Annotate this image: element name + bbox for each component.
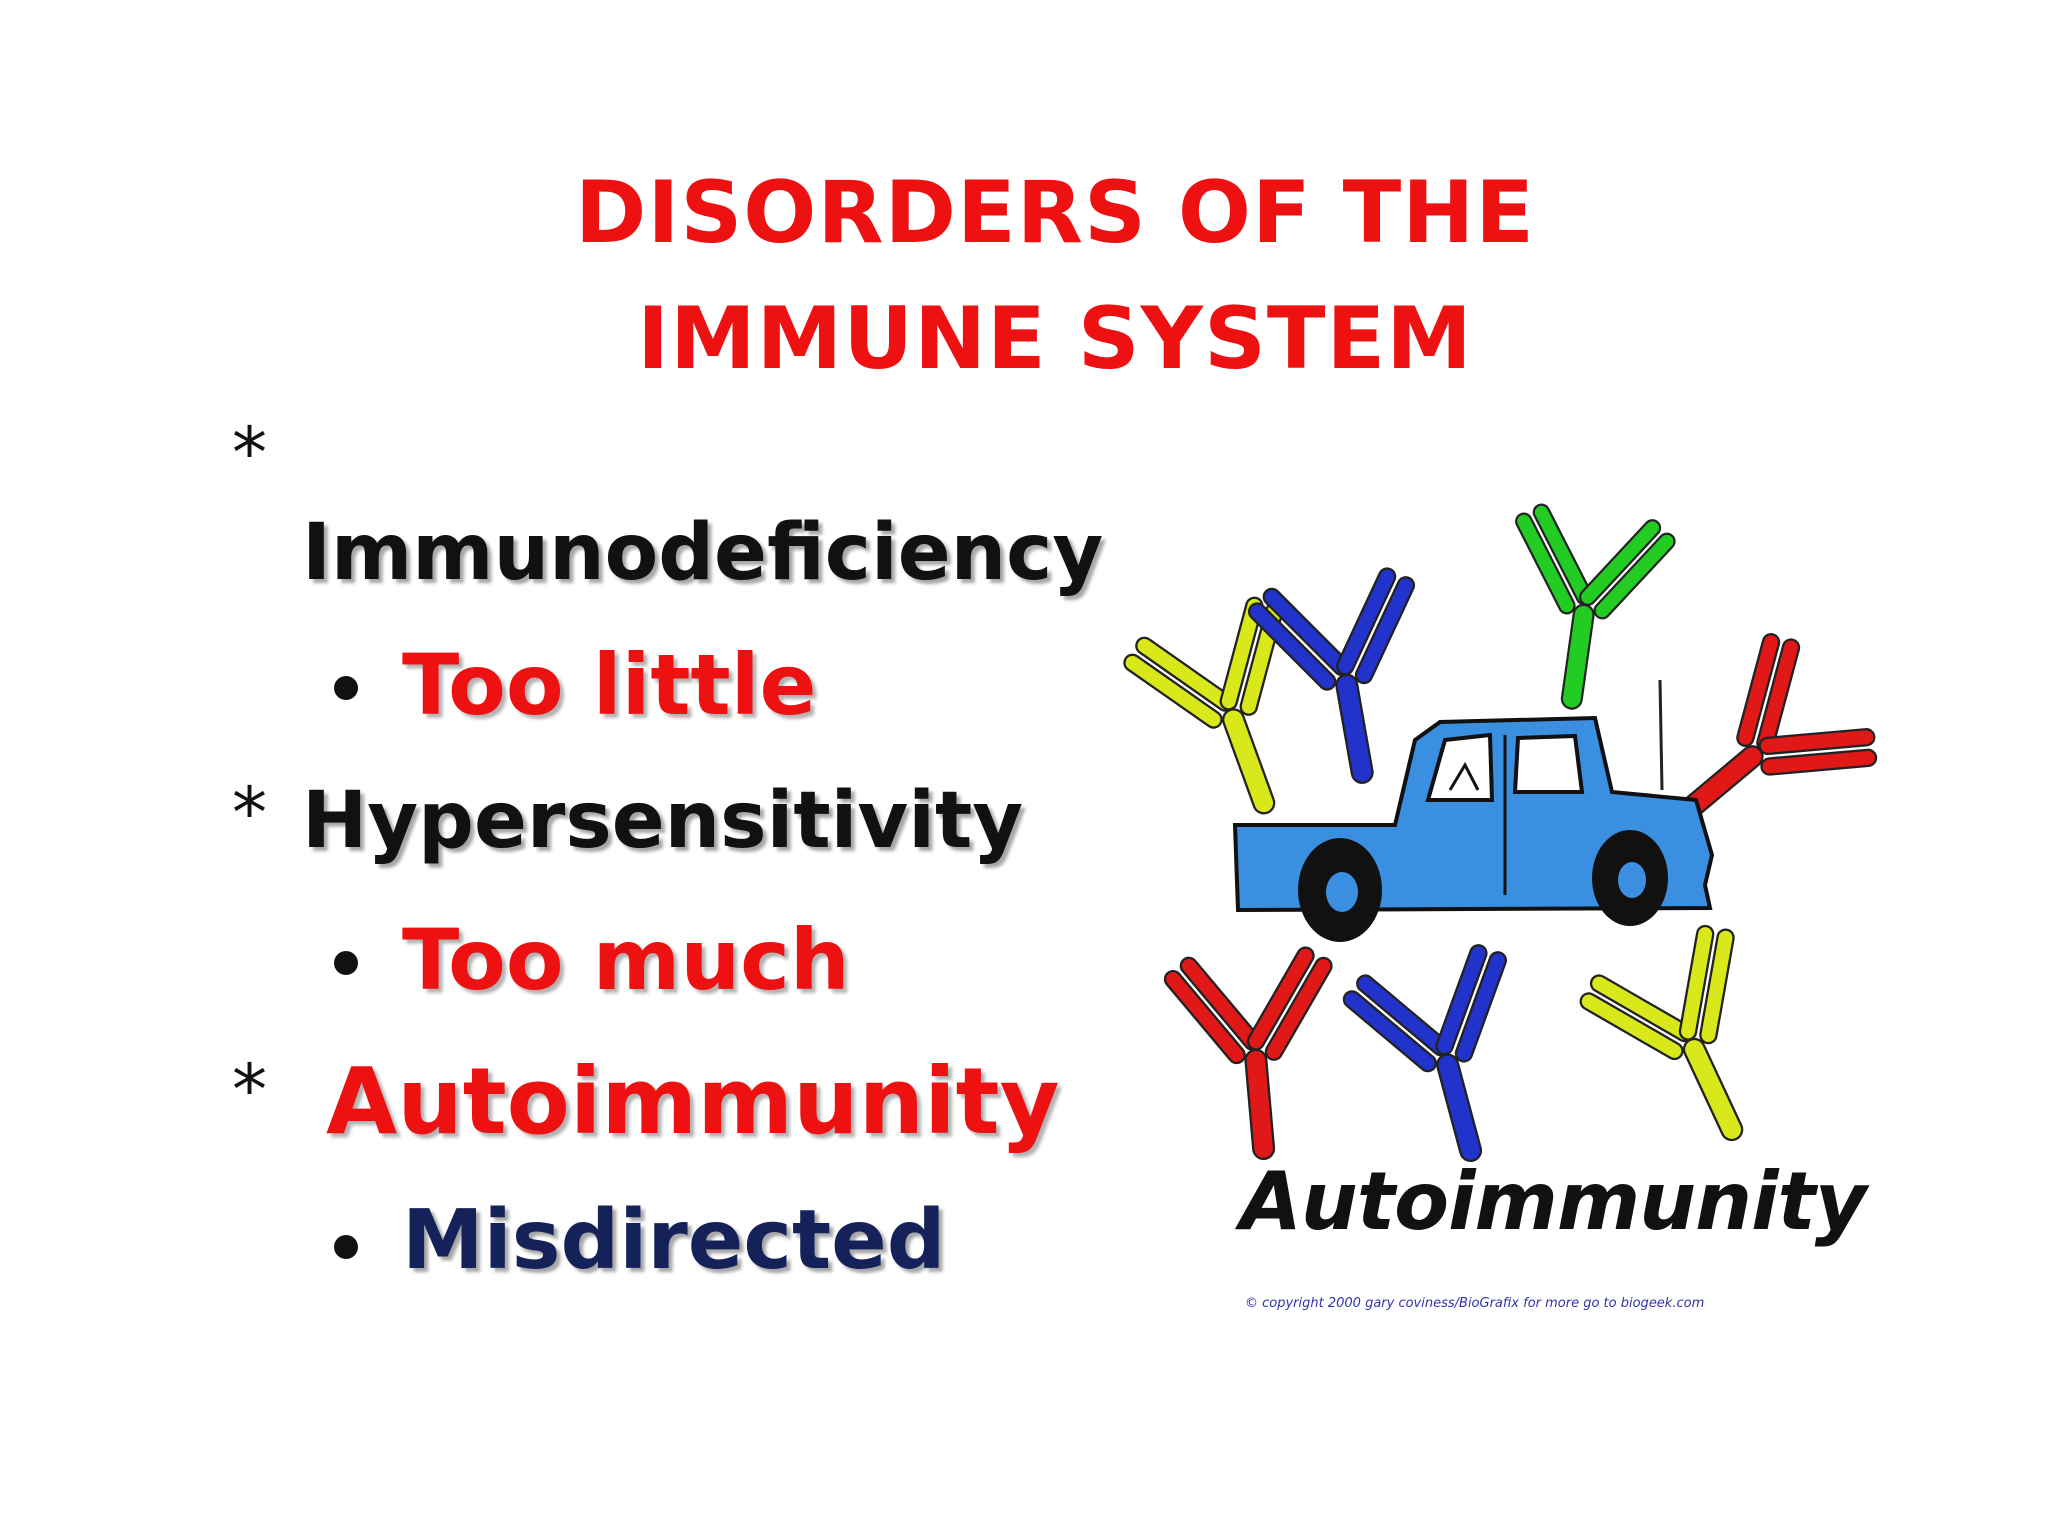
sub-too-much: Too much [402, 911, 850, 1009]
asterisk-marker-1: * [232, 412, 267, 494]
truck-illustration [1232, 679, 1715, 942]
autoimmunity-illustration [1120, 500, 1895, 1185]
title-line-2: IMMUNE SYSTEM [637, 289, 1473, 389]
antibody-blue-bottom [1334, 934, 1559, 1185]
illustration-caption: Autoimmunity [1240, 1155, 1867, 1248]
asterisk-marker-2: * [232, 772, 267, 854]
bullet-dot-3 [334, 1235, 358, 1259]
antibody-red-bottom-left [1158, 940, 1353, 1168]
copyright-note: © copyright 2000 gary coviness/BioGrafix… [1245, 1296, 1705, 1311]
item-immunodeficiency: Immunodeficiency [302, 508, 1104, 598]
antibody-green-top [1487, 500, 1682, 722]
item-autoimmunity: Autoimmunity [326, 1048, 1060, 1155]
antibody-yellow-left [1120, 584, 1350, 844]
item-hypersensitivity: Hypersensitivity [302, 776, 1024, 866]
sub-too-little: Too little [402, 636, 817, 734]
title-line-1: DISORDERS OF THE [574, 163, 1536, 263]
sub-misdirected: Misdirected [402, 1193, 946, 1288]
asterisk-marker-3: * [232, 1049, 267, 1131]
antibody-yellow-bottom-right [1567, 910, 1816, 1177]
slide-title: DISORDERS OF THE IMMUNE SYSTEM [0, 150, 2048, 402]
bullet-dot-2 [334, 951, 358, 975]
bullet-dot-1 [334, 676, 358, 700]
